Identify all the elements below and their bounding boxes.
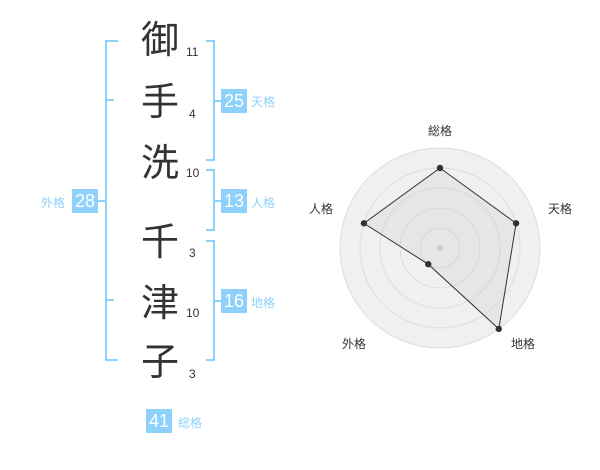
name-char-1: 御 (140, 18, 179, 62)
stroke-count-6: 3 (189, 367, 196, 381)
stroke-count-4: 3 (189, 246, 196, 260)
name-char-4: 千 (140, 220, 179, 264)
stroke-count-1: 11 (186, 45, 199, 59)
name-char-5: 津 (140, 281, 179, 325)
gaikaku-value-badge: 28 (72, 189, 98, 213)
radar-point-5 (360, 220, 368, 227)
name-char-3: 洗 (140, 141, 179, 185)
radar-ring (379, 187, 501, 309)
soukaku-label: 総格 (178, 416, 203, 430)
stroke-count-5: 10 (186, 306, 200, 320)
chikaku-value-badge: 16 (221, 289, 247, 313)
tenkaku-value-badge: 25 (221, 89, 247, 113)
radar-ring (399, 207, 481, 289)
radar-axis-label-soukaku: 総格 (428, 124, 453, 138)
radar-point-4 (425, 260, 432, 268)
tenkaku-label: 天格 (251, 95, 276, 109)
radar-center (437, 245, 443, 251)
radar-point-3 (495, 325, 502, 333)
soukaku-value-badge: 41 (146, 409, 172, 433)
radar-axis-label-chikaku: 地格 (511, 337, 536, 351)
jinkaku-label: 人格 (251, 196, 276, 210)
radar-point-2 (512, 220, 520, 227)
radar-axis-label-tenkaku: 天格 (548, 202, 573, 216)
name-char-2: 手 (140, 80, 179, 124)
gaikaku-label: 外格 (41, 196, 66, 210)
radar-point-1 (436, 164, 444, 172)
name-char-6: 子 (140, 340, 179, 384)
jinkaku-value-badge: 13 (221, 189, 247, 213)
chikaku-label: 地格 (251, 296, 276, 310)
radar-axis-label-gaikaku: 外格 (342, 337, 367, 351)
radar-ring (419, 227, 461, 269)
radar-dots (360, 164, 520, 333)
radar-axis-label-jinkaku: 人格 (309, 202, 334, 216)
stroke-count-2: 4 (189, 107, 196, 121)
stroke-count-3: 10 (186, 166, 200, 180)
